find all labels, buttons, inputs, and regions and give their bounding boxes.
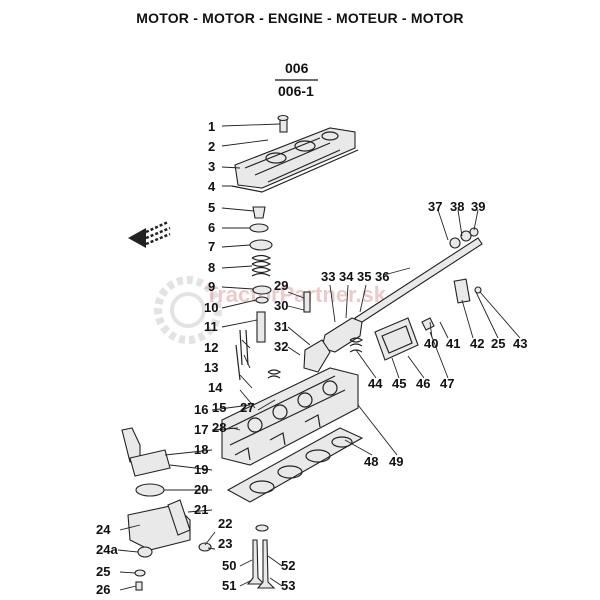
thermostat-housing (121, 427, 212, 591)
label-53: 53 (281, 578, 295, 593)
side-cover (374, 317, 435, 361)
label-37: 37 (428, 199, 442, 214)
label-17: 17 (194, 422, 208, 437)
code-secondary: 006-1 (278, 83, 314, 99)
label-3: 3 (208, 159, 215, 174)
label-31: 31 (274, 319, 288, 334)
label-24: 24 (96, 522, 111, 537)
part-labels: 1 2 3 4 5 6 7 8 9 10 11 12 13 14 15 16 1… (96, 119, 527, 597)
label-10: 10 (204, 300, 218, 315)
label-25: 25 (96, 564, 110, 579)
code-primary: 006 (285, 60, 309, 76)
label-1: 1 (208, 119, 215, 134)
label-41: 41 (446, 336, 460, 351)
label-13: 13 (204, 360, 218, 375)
label-18: 18 (194, 442, 208, 457)
cover-bolt (277, 114, 289, 133)
label-2: 2 (208, 139, 215, 154)
label-23: 23 (218, 536, 232, 551)
watermark-logo (154, 276, 222, 344)
label-51: 51 (222, 578, 236, 593)
cover-gasket (231, 149, 359, 193)
label-12: 12 (204, 340, 218, 355)
label-11: 11 (204, 319, 218, 334)
label-43: 43 (513, 336, 527, 351)
label-28: 28 (212, 420, 226, 435)
valves (246, 524, 276, 589)
label-49: 49 (389, 454, 403, 469)
label-25b: 25 (491, 336, 505, 351)
valve-cover (234, 127, 356, 189)
label-34: 34 (339, 269, 354, 284)
label-16: 16 (194, 402, 208, 417)
label-15: 15 (212, 400, 226, 415)
label-39: 39 (471, 199, 485, 214)
label-35: 35 (357, 269, 371, 284)
label-50: 50 (222, 558, 236, 573)
diagram-title: MOTOR - MOTOR - ENGINE - MOTEUR - MOTOR (136, 10, 464, 26)
label-36: 36 (375, 269, 389, 284)
label-42: 42 (470, 336, 484, 351)
label-52: 52 (281, 558, 295, 573)
label-5: 5 (208, 200, 215, 215)
label-26: 26 (96, 582, 110, 597)
label-9: 9 (208, 279, 215, 294)
label-45: 45 (392, 376, 406, 391)
direction-arrow-icon (128, 220, 171, 248)
leader-lines (117, 123, 521, 591)
label-19: 19 (194, 462, 208, 477)
label-30: 30 (274, 298, 288, 313)
label-7: 7 (208, 239, 215, 254)
label-46: 46 (416, 376, 430, 391)
label-22: 22 (218, 516, 232, 531)
label-29: 29 (274, 278, 288, 293)
rocker-shaft (354, 227, 483, 325)
label-47: 47 (440, 376, 454, 391)
label-20: 20 (194, 482, 208, 497)
label-21: 21 (194, 502, 208, 517)
label-44: 44 (368, 376, 383, 391)
label-48: 48 (364, 454, 378, 469)
valve-spring-stack (235, 206, 273, 381)
rocker-arm (267, 291, 364, 379)
label-40: 40 (424, 336, 438, 351)
cylinder-head (221, 367, 359, 466)
label-27: 27 (240, 400, 254, 415)
label-4: 4 (208, 179, 216, 194)
label-32: 32 (274, 339, 288, 354)
label-8: 8 (208, 260, 215, 275)
label-33: 33 (321, 269, 335, 284)
label-24a: 24a (96, 542, 118, 557)
label-38: 38 (450, 199, 464, 214)
label-14: 14 (208, 380, 223, 395)
head-gasket (226, 427, 364, 503)
label-6: 6 (208, 220, 215, 235)
